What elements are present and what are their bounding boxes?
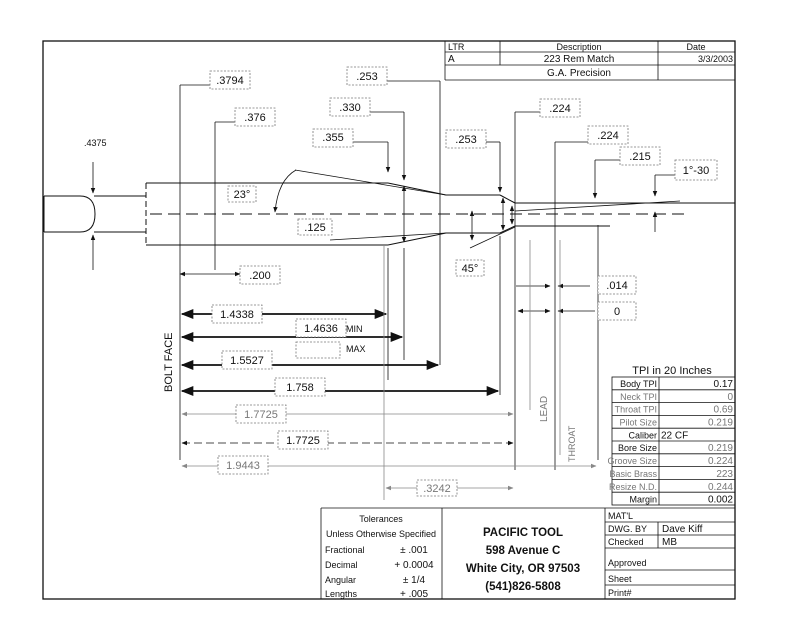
spec-value: 22 CF	[661, 431, 688, 442]
dim-rim-diameter: .4375	[84, 138, 107, 148]
dim-throat-diameter: .224	[597, 130, 618, 142]
dwg-by-value: Dave Kiff	[662, 524, 703, 535]
spec-value: 223	[716, 469, 733, 480]
rev-ltr: A	[448, 54, 455, 65]
tolerance-label: Decimal	[325, 560, 358, 570]
dim-neck-diameter: .253	[455, 134, 476, 146]
rev-header-date: Date	[686, 42, 705, 52]
dim-neck-length: .3242	[423, 483, 451, 495]
bolt-face-profile	[43, 183, 147, 245]
dim-lead-offset: 0	[614, 306, 620, 318]
rev-header-ltr: LTR	[448, 42, 465, 52]
dim-freebore: .014	[606, 280, 627, 292]
tolerances-title: Tolerances	[359, 514, 403, 524]
spec-value: 0.69	[714, 405, 734, 416]
spec-value: 0.219	[708, 418, 733, 429]
tolerance-label: Fractional	[325, 545, 365, 555]
spec-label: Pilot Size	[619, 418, 657, 428]
spec-value: 0.244	[708, 482, 733, 493]
company-city: White City, OR 97503	[466, 563, 580, 575]
tpi-spec-table: TPI in 20 Inches Body TPI 0.17 Neck TPI …	[607, 365, 736, 506]
company-street: 598 Avenue C	[486, 545, 561, 557]
dim-bore-diameter: .215	[629, 151, 650, 163]
label-bolt-face: BOLT FACE	[163, 332, 175, 392]
dim-taper-angle: 1°-30	[683, 165, 709, 177]
company-name: PACIFIC TOOL	[483, 527, 563, 539]
tolerance-value: + .005	[400, 589, 429, 600]
dim-neck-diameter-top: .253	[356, 71, 377, 83]
spec-label: Bore Size	[618, 443, 657, 453]
spec-value: 0.002	[708, 495, 733, 506]
tolerance-value: ± 1/4	[403, 575, 426, 586]
spec-label: Throat TPI	[615, 405, 657, 415]
dim-throat-angle: 45°	[462, 263, 479, 275]
tolerance-label: Angular	[325, 575, 356, 585]
spec-label: Basic Brass	[609, 469, 657, 479]
dim-base-diameter: .3794	[216, 75, 244, 87]
rev-date: 3/3/2003	[698, 54, 733, 64]
matl-label: MAT'L	[608, 511, 633, 521]
print-label: Print#	[608, 588, 632, 598]
spec-label: Body TPI	[620, 379, 657, 389]
label-throat: THROAT	[567, 425, 577, 462]
spec-value: 0.17	[714, 379, 734, 390]
dwg-by-label: DWG. BY	[608, 524, 647, 534]
label-min: MIN	[346, 324, 363, 334]
specs-title: TPI in 20 Inches	[632, 365, 712, 377]
label-max: MAX	[346, 344, 366, 354]
spec-value: 0	[727, 392, 733, 403]
dim-shoulder-angle: 23°	[234, 189, 251, 201]
tolerance-value: + 0.0004	[394, 560, 434, 571]
company-phone: (541)826-5808	[485, 581, 561, 593]
dim-length-case: 1.758	[286, 382, 314, 394]
rev-subtitle: G.A. Precision	[547, 68, 611, 79]
tolerances-subtitle: Unless Otherwise Specified	[326, 529, 436, 539]
rev-description: 223 Rem Match	[544, 54, 615, 65]
dim-base-length: .200	[249, 270, 270, 282]
dim-groove-diameter: .224	[549, 103, 570, 115]
spec-label: Neck TPI	[620, 392, 657, 402]
dim-length-throat: 1.9443	[226, 460, 260, 472]
spec-value: 0.219	[708, 443, 733, 454]
tolerance-value: ± .001	[400, 545, 428, 556]
spec-label: Caliber	[628, 431, 657, 441]
tolerance-label: Lengths	[325, 589, 358, 599]
approved-label: Approved	[608, 558, 647, 568]
label-lead: LEAD	[539, 396, 550, 422]
spec-label: Margin	[629, 495, 657, 505]
title-block: MAT'L DWG. BY Dave Kiff Checked MB Appro…	[320, 507, 735, 600]
spec-value: 0.224	[708, 456, 733, 467]
checked-value: MB	[662, 537, 677, 548]
dim-headspace-min: 1.4636	[304, 323, 338, 335]
dim-length-lead: 1.7725	[286, 435, 320, 447]
dim-length-neck: 1.5527	[230, 355, 264, 367]
dim-length-shoulder: 1.4338	[220, 309, 254, 321]
spec-label: Groove Size	[607, 456, 657, 466]
dim-shoulder-diameter: .330	[339, 102, 360, 114]
dim-body-diameter: .355	[322, 132, 343, 144]
dim-throat-length: .125	[304, 222, 325, 234]
checked-label: Checked	[608, 537, 644, 547]
spec-label: Resize N.D.	[609, 482, 657, 492]
dim-length-lead-grey: 1.7725	[244, 409, 278, 421]
chamber-profile	[146, 169, 735, 249]
dim-shoulder-start-diameter: .376	[244, 112, 265, 124]
sheet-label: Sheet	[608, 574, 632, 584]
drawing-frame	[42, 40, 736, 600]
revision-block: LTR Description Date A 223 Rem Match 3/3…	[444, 41, 735, 81]
rev-header-description: Description	[556, 42, 601, 52]
